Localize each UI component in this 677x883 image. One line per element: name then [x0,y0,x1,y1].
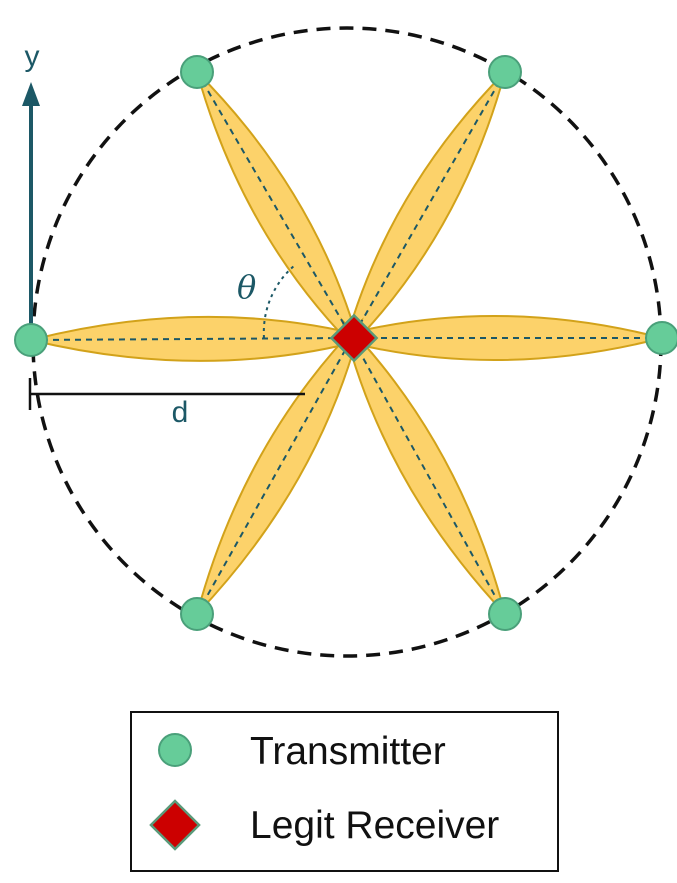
legend-box [130,711,559,872]
beam-centerline-tx-bottom-right [351,337,506,615]
legend: Transmitter Legit Receiver [130,711,559,872]
legit-receiver-diamond-icon [329,313,379,363]
transmitter-tx-top-left-icon [180,55,214,89]
beam-centerline-tx-left [30,337,353,341]
angle-arc [262,264,296,339]
beam-centerline-tx-top-left [196,71,353,339]
beam-centerlines [30,71,662,615]
transmitter-icon [158,733,192,767]
legend-label-receiver: Legit Receiver [250,804,499,847]
transmitter-tx-right-icon [645,321,677,355]
transmitter-tx-top-right-icon [488,55,522,89]
transmitter-tx-left-icon [14,323,48,357]
transmitter-group [14,55,677,631]
distance-label: d [172,396,189,429]
y-axis-label: y [25,40,40,73]
beam-centerline-tx-top-right [351,71,506,339]
transmitter-tx-bottom-right-icon [488,597,522,631]
legend-label-transmitter: Transmitter [250,730,446,773]
beam-centerline-tx-bottom-left [196,337,353,615]
receiver-diamond-icon [149,799,201,851]
angle-label: θ [237,268,256,306]
y-axis-arrowhead-icon [22,82,40,106]
transmitter-tx-bottom-left-icon [180,597,214,631]
